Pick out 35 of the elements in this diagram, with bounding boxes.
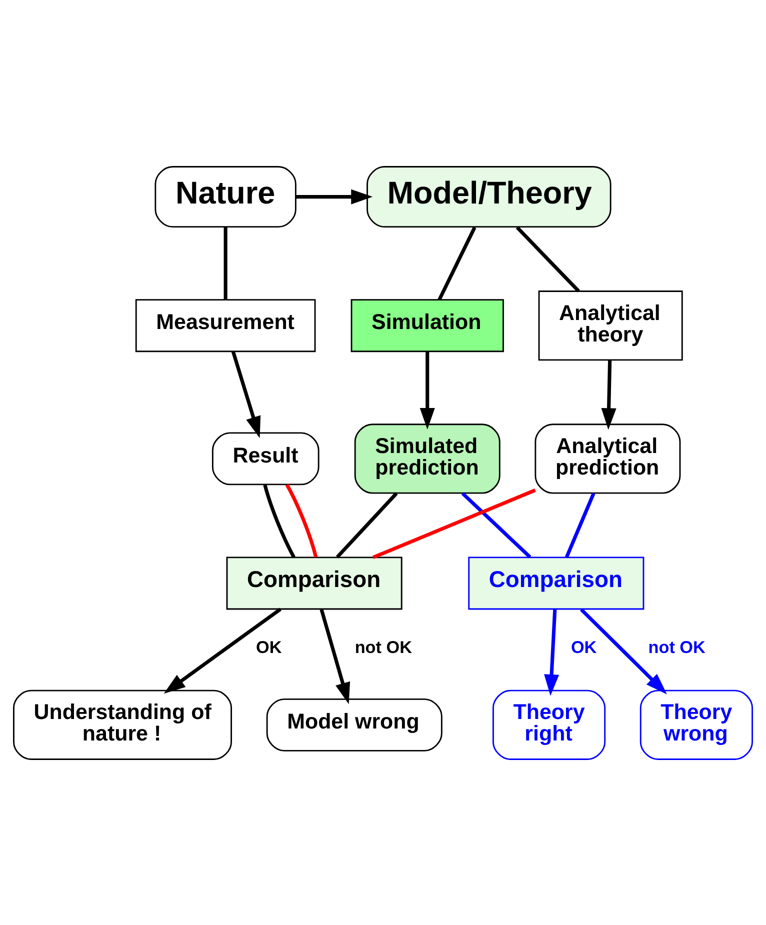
arrow bbox=[420, 351, 435, 429]
edge-label: OK bbox=[256, 636, 282, 656]
connector bbox=[516, 226, 580, 292]
node-box: Nature bbox=[154, 166, 296, 228]
node-box: Analytical prediction bbox=[534, 423, 681, 494]
node-box: Theory wrong bbox=[640, 689, 753, 760]
node-box: Comparison bbox=[468, 556, 644, 610]
arrow bbox=[320, 608, 350, 704]
node-box: Result bbox=[212, 432, 320, 485]
connector bbox=[224, 226, 228, 300]
connector bbox=[461, 492, 532, 558]
connector bbox=[565, 492, 596, 558]
node-box: Model/Theory bbox=[366, 166, 612, 228]
arrow bbox=[164, 607, 282, 694]
connector bbox=[372, 488, 536, 559]
arrow bbox=[544, 608, 560, 696]
connector bbox=[263, 484, 296, 558]
arrow bbox=[580, 608, 667, 694]
edge-label: not OK bbox=[354, 636, 412, 656]
connector bbox=[336, 492, 398, 558]
arrow bbox=[296, 188, 373, 204]
arrow bbox=[231, 350, 261, 438]
connector bbox=[438, 226, 476, 300]
node-box: Understanding of nature ! bbox=[13, 689, 232, 760]
node-box: Simulation bbox=[350, 298, 504, 352]
edge-label: not OK bbox=[648, 636, 706, 656]
node-box: Theory right bbox=[492, 689, 606, 760]
arrow bbox=[601, 360, 616, 430]
node-box: Comparison bbox=[226, 556, 402, 610]
node-box: Measurement bbox=[135, 298, 316, 352]
node-box: Model wrong bbox=[266, 698, 442, 751]
node-box: Simulated prediction bbox=[354, 423, 500, 494]
connector bbox=[285, 483, 318, 558]
node-box: Analytical theory bbox=[538, 290, 683, 360]
edge-label: OK bbox=[570, 636, 597, 656]
